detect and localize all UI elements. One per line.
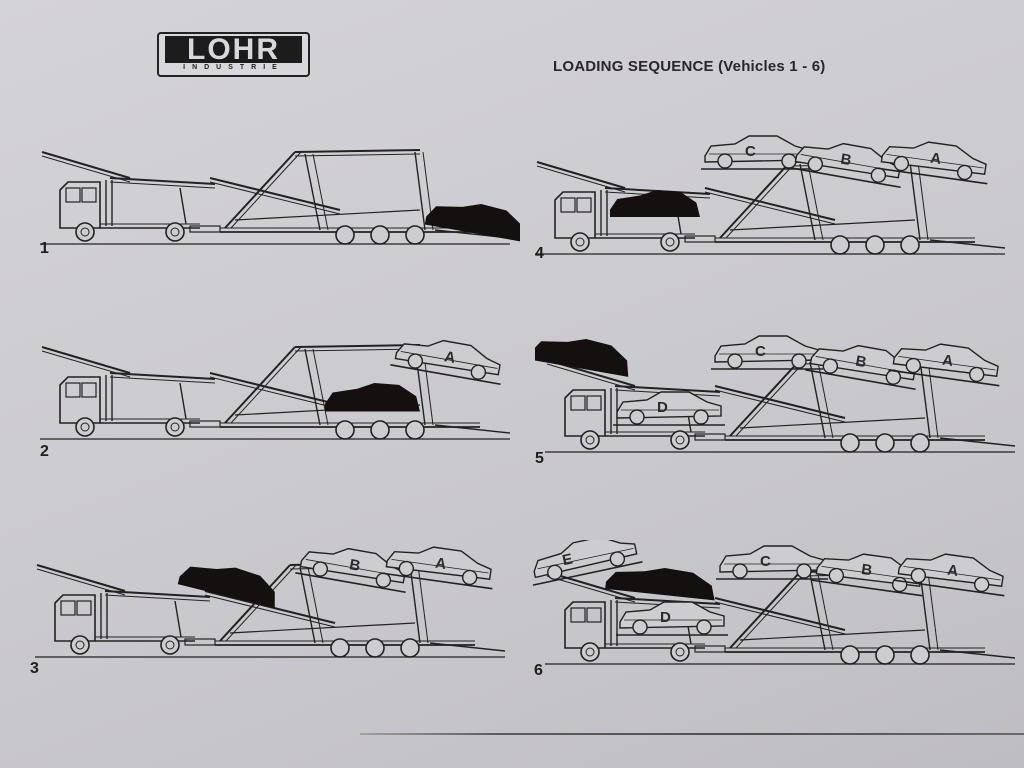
step-number: 4 [535, 245, 544, 262]
svg-text:A: A [929, 150, 942, 168]
step-5-illustration: D C B A [535, 330, 1015, 453]
svg-text:B: B [348, 556, 362, 575]
step-number: 6 [534, 662, 543, 679]
svg-text:D: D [660, 609, 671, 626]
loading-step-3: B A 3 [30, 535, 515, 677]
page-fold-line [360, 733, 1024, 735]
step-number: 1 [40, 240, 49, 257]
logo-brand-name: LOHR [165, 35, 302, 65]
svg-text:E: E [561, 551, 574, 570]
step-number: 5 [535, 450, 544, 467]
loading-step-2: A 2 [40, 325, 520, 465]
svg-text:C: C [755, 343, 766, 360]
logo-subtitle: INDUSTRIE [183, 64, 284, 71]
loading-step-5: D C B A 5 [535, 330, 1015, 470]
svg-text:B: B [839, 151, 853, 170]
step-number: 2 [40, 443, 49, 460]
step-2-illustration: A [40, 331, 511, 440]
step-1-illustration [40, 149, 520, 245]
svg-text:D: D [657, 399, 668, 416]
step-6-illustration: E D C B A [530, 540, 1015, 665]
svg-text:A: A [434, 555, 447, 573]
loading-step-1: 1 [40, 140, 520, 280]
svg-text:A: A [941, 352, 954, 370]
svg-text:C: C [745, 143, 756, 160]
lohr-logo: LOHR INDUSTRIE [157, 32, 310, 77]
step-4-illustration: C B A [535, 134, 1006, 255]
svg-text:A: A [443, 348, 457, 367]
svg-text:B: B [860, 561, 873, 579]
loading-step-6: E D C B A 6 [530, 540, 1015, 680]
page-title: LOADING SEQUENCE (Vehicles 1 - 6) [553, 58, 826, 75]
step-3-illustration: B A [35, 539, 506, 658]
svg-text:A: A [946, 562, 959, 580]
svg-text:C: C [760, 553, 771, 570]
svg-text:B: B [854, 353, 868, 372]
step-number: 3 [30, 660, 39, 677]
loading-step-4: C B A 4 [535, 130, 1015, 270]
